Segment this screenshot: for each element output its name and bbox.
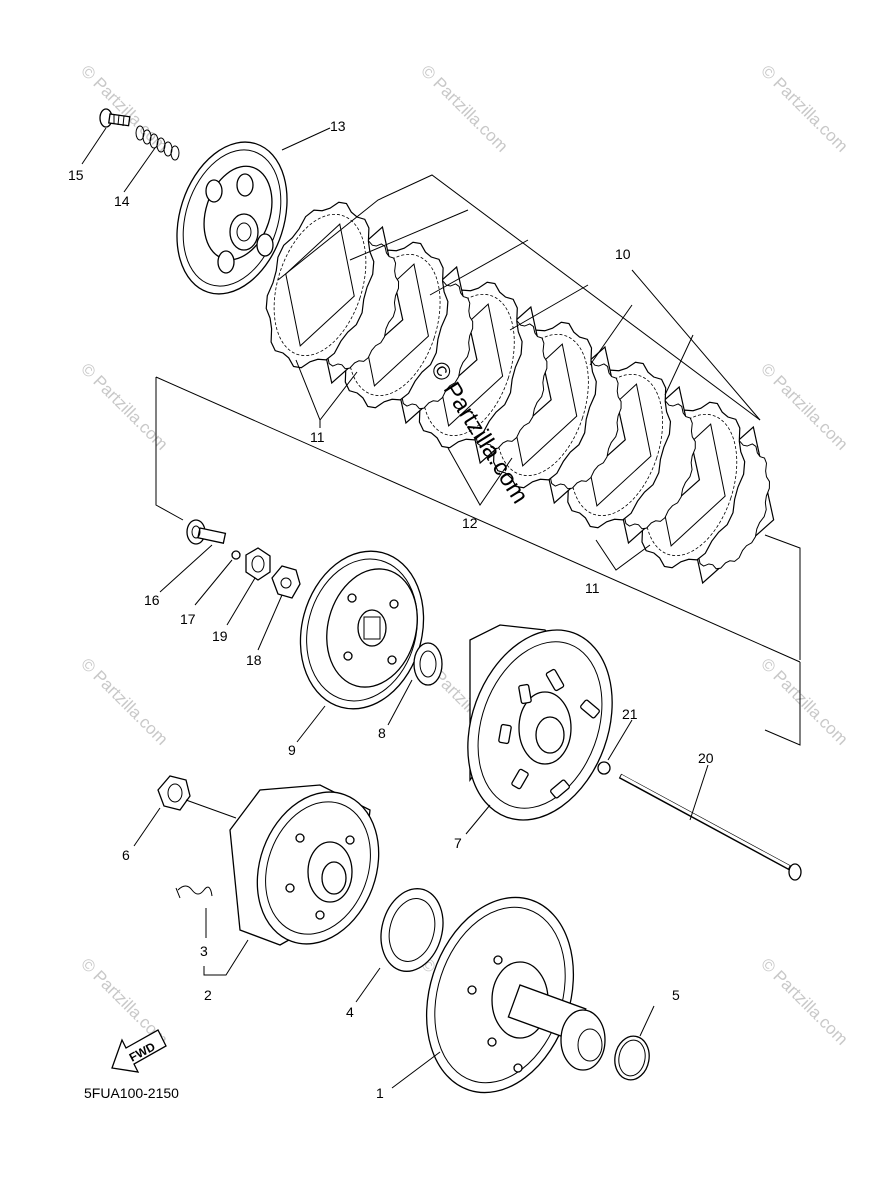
callout-16: 16 [144,592,160,608]
callouts: 15 14 13 10 11 12 11 16 17 19 18 9 8 7 2… [68,118,714,1101]
part-8-thrust-washer [413,642,443,686]
callout-10: 10 [615,246,631,262]
part-7-clutch-housing [467,624,613,821]
part-18-lock-washer [271,565,301,599]
watermark: © Partzilla.com [757,61,851,155]
part-19-nut [245,547,271,581]
leader-lines [81,127,709,1089]
callout-17: 17 [180,611,196,627]
callout-18: 18 [246,652,262,668]
callout-3: 3 [200,943,208,959]
plate-lead-lines [277,174,801,660]
callout-19: 19 [212,628,228,644]
part-21-ball [597,761,611,775]
part-4-one-way-clutch [380,888,444,972]
callout-5: 5 [672,987,680,1003]
callout-15: 15 [68,167,84,183]
callout-11-top: 11 [310,429,325,445]
part-6-nut [157,775,191,811]
part-13-pressure-plate [176,141,288,295]
part-14-spring [135,125,180,161]
part-1-clutch-carrier [425,896,606,1094]
part-5-o-ring [614,1035,650,1081]
part-2-centrifugal-clutch [229,784,380,946]
friction-plate [265,201,375,369]
callout-1: 1 [376,1085,384,1101]
watermark: © Partzilla.com [417,61,511,155]
clutch-plate-stack [265,201,775,585]
part-3-spring [175,885,213,899]
callout-14: 14 [114,193,130,209]
part-20-push-rod [618,773,802,881]
callout-11-bottom: 11 [585,580,600,596]
part-16-push-rod-end [186,519,227,545]
drawing-code: 5FUA100-2150 [84,1085,179,1101]
callout-4: 4 [346,1004,354,1020]
assembly-outline [155,376,801,746]
callout-6: 6 [122,847,130,863]
part-15-bolt [99,108,131,128]
callout-2: 2 [204,987,212,1003]
watermark: © Partzilla.com [757,359,851,453]
callout-20: 20 [698,750,714,766]
watermark: © Partzilla.com [757,954,851,1048]
part-17-ring [231,550,241,560]
fwd-arrow: FWD [111,1029,167,1073]
part-9-clutch-boss [299,550,425,710]
callout-21: 21 [622,706,638,722]
callout-13: 13 [330,118,346,134]
callout-12: 12 [462,515,478,531]
callout-8: 8 [378,725,386,741]
callout-9: 9 [288,742,296,758]
watermark: © Partzilla.com [77,654,171,748]
watermark: © Partzilla.com [77,359,171,453]
watermark: © Partzilla.com [757,654,851,748]
callout-7: 7 [454,835,462,851]
